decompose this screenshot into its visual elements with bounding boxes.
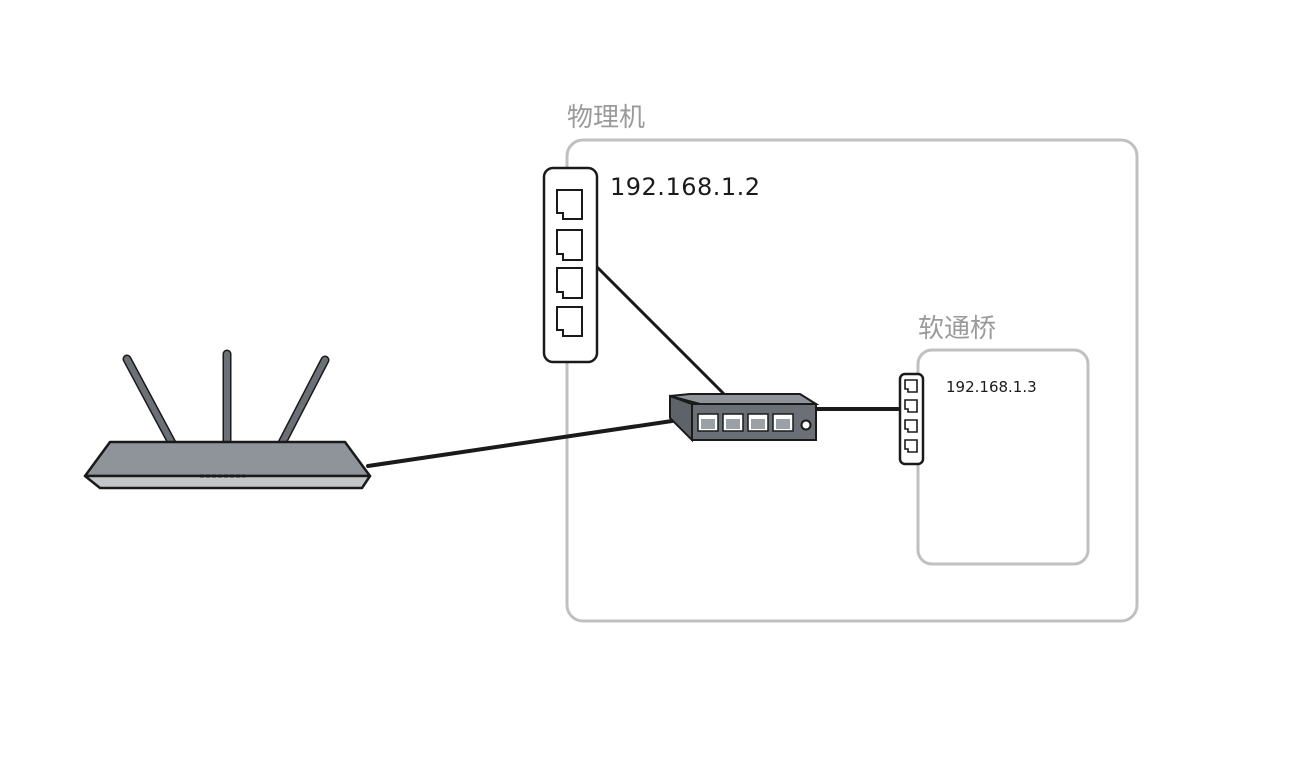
nic-switch-link <box>594 264 726 396</box>
connection-lines <box>366 264 900 468</box>
router-switch-link <box>366 419 674 468</box>
switch-icon <box>669 393 820 443</box>
physical-machine-label: 物理机 <box>567 103 645 133</box>
soft-router-nic-ip: 192.168.1.3 <box>946 378 1037 396</box>
router-icon <box>83 349 372 490</box>
nic-soft-router-icon <box>898 372 925 466</box>
soft-router-label: 软通桥 <box>918 314 996 344</box>
physical-machine-box <box>565 138 1139 623</box>
nic-physical-icon <box>542 166 599 364</box>
physical-machine-nic-ip: 192.168.1.2 <box>610 173 761 201</box>
